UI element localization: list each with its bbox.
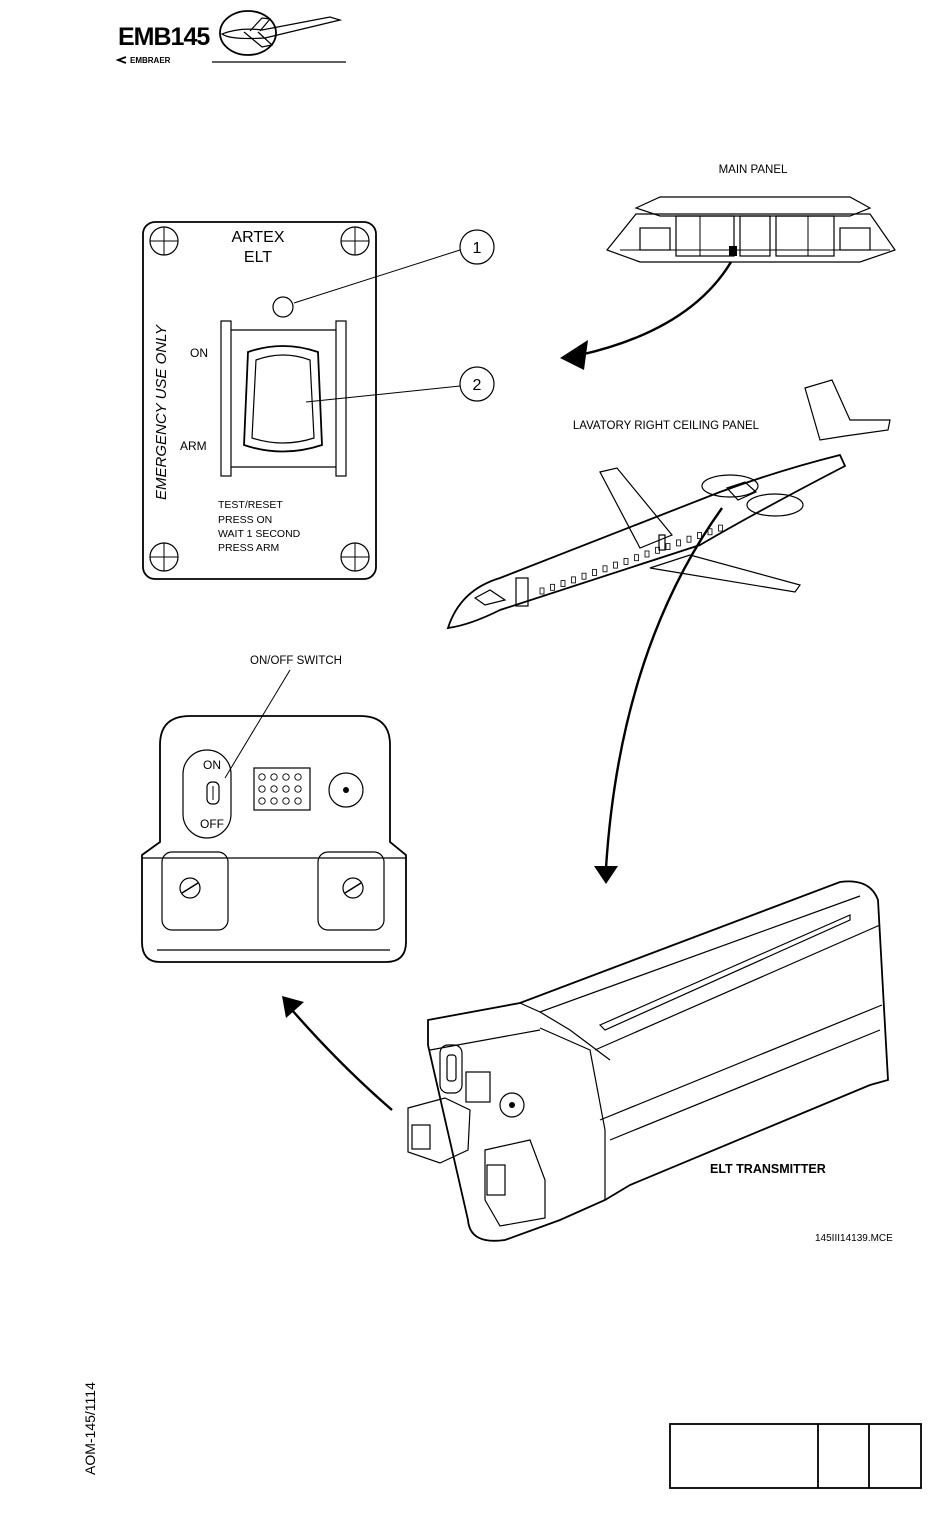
flow-arrow bbox=[580, 262, 731, 355]
aircraft-window bbox=[540, 588, 544, 594]
aircraft-window bbox=[572, 577, 576, 583]
instruction-line1: TEST/RESET bbox=[218, 499, 283, 511]
logo-chevron-icon bbox=[118, 57, 126, 63]
connector-pin bbox=[295, 786, 301, 792]
elt-arm-label: ARM bbox=[180, 439, 207, 453]
aircraft-windows bbox=[540, 525, 723, 594]
arrow-head-icon bbox=[594, 866, 618, 884]
connector-pin bbox=[271, 798, 277, 804]
elt-title-line1: ARTEX bbox=[231, 229, 284, 246]
switch-panel-illustration: ON OFF bbox=[142, 716, 406, 962]
mount-screw-icon bbox=[343, 878, 363, 898]
aircraft-illustration bbox=[448, 380, 890, 628]
artex-elt-panel: ARTEX ELT EMERGENCY USE ONLY ON ARM TEST… bbox=[143, 222, 494, 579]
switch-label: ON/OFF SWITCH bbox=[250, 655, 342, 667]
aircraft-window bbox=[687, 536, 691, 542]
aircraft-window bbox=[614, 562, 618, 568]
lavatory-label: LAVATORY RIGHT CEILING PANEL bbox=[573, 420, 760, 432]
revision-box bbox=[670, 1424, 921, 1488]
transmitter-label: ELT TRANSMITTER bbox=[710, 1162, 826, 1176]
elt-on-label: ON bbox=[190, 346, 208, 360]
callout-leader bbox=[294, 250, 460, 303]
callout-2-label: 2 bbox=[473, 377, 482, 394]
corner-screw-icon bbox=[341, 543, 369, 571]
connector-pin bbox=[283, 786, 289, 792]
embraer-logo: EMB145 EMBRAER bbox=[118, 11, 346, 65]
connector-pin bbox=[259, 786, 265, 792]
knurled-connector bbox=[412, 1125, 430, 1149]
aircraft-window bbox=[582, 573, 586, 579]
elt-title-line2: ELT bbox=[244, 249, 272, 266]
elt-transmitter-illustration bbox=[408, 881, 888, 1240]
instruction-line2: PRESS ON bbox=[218, 514, 272, 526]
aircraft-window bbox=[719, 525, 723, 531]
doc-code: AOM-145/1114 bbox=[82, 1382, 98, 1475]
instruction-line3: WAIT 1 SECOND bbox=[218, 528, 301, 540]
logo-brand-text: EMBRAER bbox=[130, 56, 171, 65]
aircraft-window bbox=[645, 551, 649, 557]
main-panel-illustration: MAIN PANEL bbox=[607, 164, 895, 262]
aircraft-logo-icon bbox=[220, 11, 340, 55]
connector-pin bbox=[259, 798, 265, 804]
aircraft-window bbox=[635, 555, 639, 561]
aircraft-window bbox=[603, 566, 607, 572]
arrow-head-icon bbox=[282, 996, 304, 1018]
switch-leader-line bbox=[225, 670, 290, 778]
aircraft-window bbox=[561, 581, 565, 587]
corner-screw-icon bbox=[341, 227, 369, 255]
flow-arrow bbox=[606, 508, 722, 868]
corner-screw-icon bbox=[150, 227, 178, 255]
connector-pin bbox=[259, 774, 265, 780]
connector-pin bbox=[295, 774, 301, 780]
connector-pins bbox=[259, 774, 301, 804]
mount-screw-icon bbox=[180, 878, 200, 898]
corner-screw-icon bbox=[150, 543, 178, 571]
logo-model-text: EMB145 bbox=[118, 23, 210, 51]
callout-1-label: 1 bbox=[473, 240, 482, 257]
callout-leader bbox=[306, 386, 460, 402]
figure-id: 145III14139.MCE bbox=[815, 1233, 893, 1244]
switch-on-label: ON bbox=[203, 758, 221, 772]
emergency-use-text: EMERGENCY USE ONLY bbox=[153, 324, 170, 500]
main-panel-label: MAIN PANEL bbox=[719, 164, 788, 176]
aircraft-window bbox=[666, 544, 670, 550]
switch-off-label: OFF bbox=[200, 817, 224, 831]
aircraft-window bbox=[551, 584, 555, 590]
arrow-head-icon bbox=[560, 340, 588, 370]
knurled-connector bbox=[487, 1165, 505, 1195]
instruction-line4: PRESS ARM bbox=[218, 542, 279, 554]
toggle-switch[interactable] bbox=[207, 782, 219, 804]
connector-pin bbox=[295, 798, 301, 804]
aircraft-window bbox=[593, 570, 597, 576]
aircraft-window bbox=[677, 540, 681, 546]
elt-rocker-switch[interactable] bbox=[221, 321, 346, 476]
indicator-light bbox=[273, 297, 293, 317]
aircraft-window bbox=[624, 558, 628, 564]
connector-pin bbox=[271, 774, 277, 780]
flow-arrow bbox=[292, 1010, 392, 1110]
connector-pin bbox=[283, 774, 289, 780]
connector-pin bbox=[271, 786, 277, 792]
connector-pin bbox=[283, 798, 289, 804]
